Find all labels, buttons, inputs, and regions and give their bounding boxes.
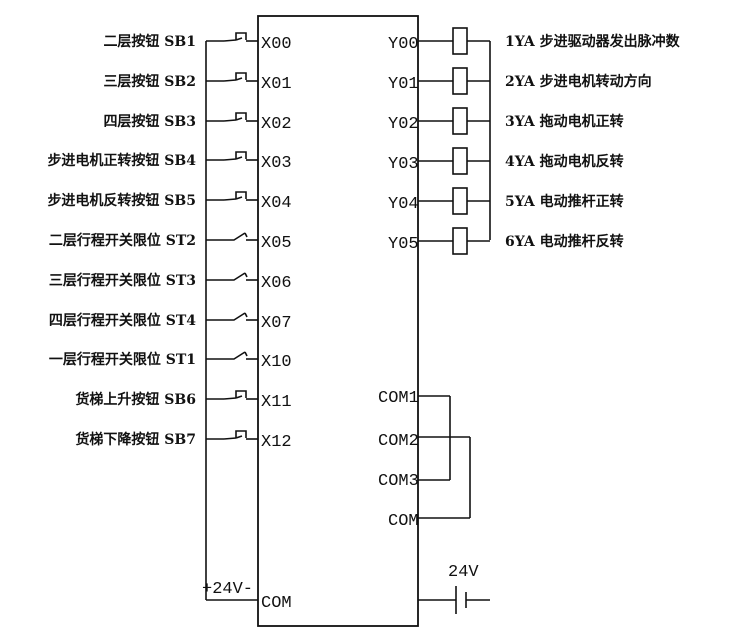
output-terminal: Y01: [388, 75, 419, 94]
relay-coil: [452, 147, 468, 175]
relay-coil: [452, 187, 468, 215]
input-row: 四层行程开关限位 ST4 X07: [49, 312, 292, 333]
input-terminal: X01: [261, 75, 292, 94]
pushbutton-contact: [223, 390, 247, 400]
output-row: Y00 1YA 步进驱动器发出脉冲数: [388, 27, 681, 55]
input-label: 四层按钮 SB3: [103, 113, 196, 130]
output-label: 2YA 步进电机转动方向: [505, 73, 652, 90]
output-row: Y05 6YA 电动推杆反转: [388, 227, 624, 255]
input-label: 步进电机正转按钮 SB4: [47, 152, 196, 169]
input-row: 三层行程开关限位 ST3 X06: [49, 272, 292, 293]
input-terminal: X06: [261, 274, 292, 293]
output-row: Y01 2YA 步进电机转动方向: [388, 67, 652, 95]
input-row: 步进电机反转按钮 SB5 X04: [47, 191, 292, 213]
com2-terminal: COM2: [378, 432, 419, 451]
output-label: 3YA 拖动电机正转: [505, 113, 624, 130]
input-label: 货梯上升按钮 SB6: [74, 391, 196, 408]
pushbutton-contact: [223, 32, 247, 42]
input-label: 步进电机反转按钮 SB5: [47, 192, 196, 209]
input-row: 一层行程开关限位 ST1 X10: [49, 351, 292, 372]
input-row: 步进电机正转按钮 SB4 X03: [47, 151, 292, 173]
input-terminal: X05: [261, 234, 292, 253]
inputs-group: 二层按钮 SB1 X00 三层按钮 SB2 X01 四层按钮 SB3 X02 步进电机正转按…: [47, 32, 292, 452]
input-terminal: X03: [261, 154, 292, 173]
input-row: 四层按钮 SB3 X02: [103, 112, 292, 134]
output-label: 4YA 拖动电机反转: [505, 153, 624, 170]
output-terminal: Y00: [388, 35, 419, 54]
output-row: Y02 3YA 拖动电机正转: [388, 107, 624, 135]
battery-label: 24V: [448, 563, 479, 582]
com-terminal: COM: [388, 512, 419, 531]
output-terminal: Y04: [388, 195, 419, 214]
input-terminal: X11: [261, 393, 292, 412]
input-label: 二层行程开关限位 ST2: [49, 232, 196, 249]
pushbutton-contact: [223, 112, 247, 122]
limit-switch-contact: [224, 312, 248, 321]
input-terminal: X00: [261, 35, 292, 54]
input-row: 货梯上升按钮 SB6 X11: [74, 390, 292, 412]
output-terminal: Y02: [388, 115, 419, 134]
input-label: 二层按钮 SB1: [103, 33, 196, 50]
input-terminal: X07: [261, 314, 292, 333]
input-row: 二层按钮 SB1 X00: [103, 32, 292, 54]
pushbutton-contact: [223, 191, 247, 201]
input-label: 货梯下降按钮 SB7: [74, 431, 196, 448]
input-terminal: X10: [261, 353, 292, 372]
input-label: 一层行程开关限位 ST1: [49, 351, 196, 368]
relay-coil: [452, 107, 468, 135]
input-terminal: X04: [261, 194, 292, 213]
supply-label: +24V-: [202, 580, 253, 599]
input-terminal: X02: [261, 115, 292, 134]
relay-coil: [452, 227, 468, 255]
input-com-terminal: COM: [261, 594, 292, 613]
relay-coil: [452, 27, 468, 55]
com3-terminal: COM3: [378, 472, 419, 491]
limit-switch-contact: [224, 232, 248, 241]
relay-coil: [452, 67, 468, 95]
pushbutton-contact: [223, 430, 247, 440]
output-terminal: Y03: [388, 155, 419, 174]
output-row: Y04 5YA 电动推杆正转: [388, 187, 624, 215]
output-terminal: Y05: [388, 235, 419, 254]
limit-switch-contact: [224, 272, 248, 281]
plc-box: [257, 15, 419, 627]
output-label: 6YA 电动推杆反转: [505, 233, 624, 250]
input-label: 三层行程开关限位 ST3: [49, 272, 196, 289]
input-row: 二层行程开关限位 ST2 X05: [49, 232, 292, 253]
input-label: 四层行程开关限位 ST4: [49, 312, 196, 329]
limit-switch-contact: [224, 351, 248, 360]
input-row: 三层按钮 SB2 X01: [103, 72, 292, 94]
output-label: 1YA 步进驱动器发出脉冲数: [505, 33, 681, 50]
pushbutton-contact: [223, 151, 247, 161]
pushbutton-contact: [223, 72, 247, 82]
output-label: 5YA 电动推杆正转: [505, 193, 624, 210]
output-row: Y03 4YA 拖动电机反转: [388, 147, 624, 175]
com1-terminal: COM1: [378, 389, 419, 408]
input-label: 三层按钮 SB2: [103, 73, 196, 90]
input-terminal: X12: [261, 433, 292, 452]
outputs-group: Y00 1YA 步进驱动器发出脉冲数 Y01 2YA 步进电机转动方向 Y02 3YA 拖…: [388, 27, 681, 255]
input-row: 货梯下降按钮 SB7 X12: [74, 430, 292, 452]
